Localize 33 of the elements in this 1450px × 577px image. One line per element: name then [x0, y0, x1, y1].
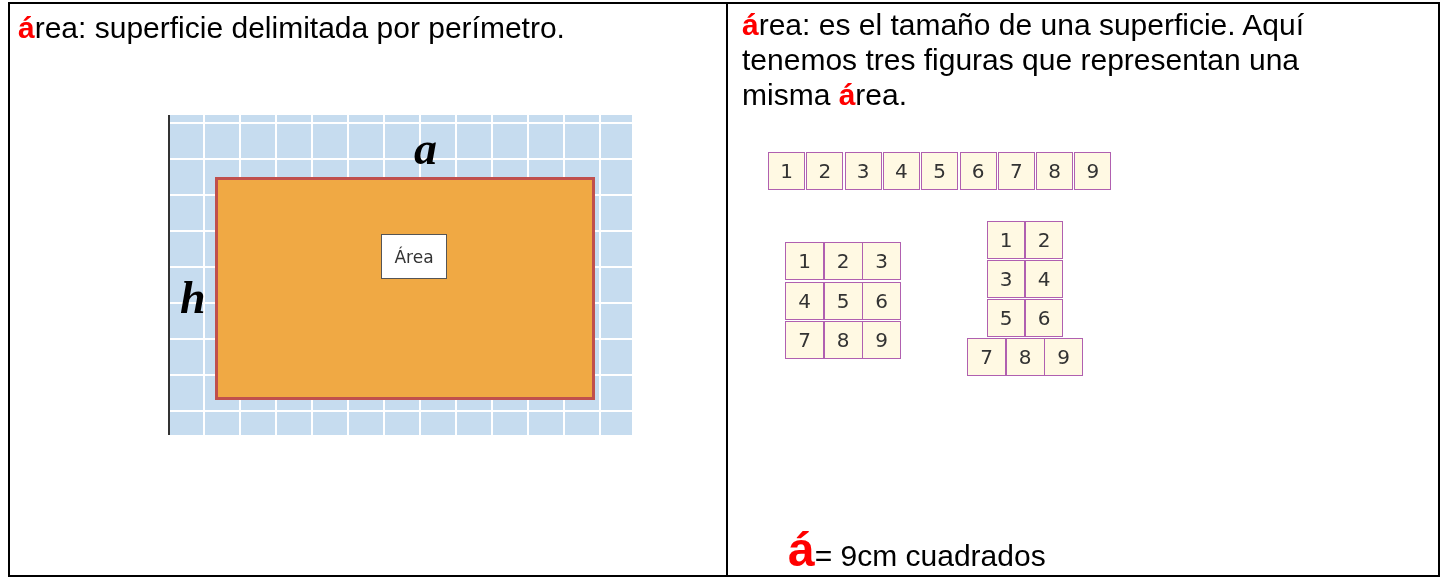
number-tile: 4	[785, 281, 824, 320]
number-tile: 2	[823, 242, 863, 280]
number-tile: 8	[1005, 338, 1045, 376]
number-tile: 8	[1036, 152, 1074, 190]
side-label: a	[414, 126, 437, 172]
number-tile: 6	[1025, 299, 1063, 337]
number-tile: 2	[806, 152, 844, 190]
number-tile: 9	[862, 321, 901, 359]
number-tile: 4	[882, 152, 920, 190]
number-tile: 1	[785, 242, 824, 280]
number-tile: 6	[959, 152, 997, 190]
number-tile: 1	[987, 221, 1025, 259]
number-tile: 5	[823, 281, 863, 320]
number-tile: 8	[823, 321, 863, 359]
number-tile: 3	[862, 242, 901, 280]
side-label: h	[180, 275, 206, 321]
number-tile: 5	[987, 299, 1025, 337]
number-tile: 7	[967, 338, 1006, 376]
number-tile: 5	[921, 152, 959, 190]
number-tile: 1	[768, 152, 805, 190]
number-tile: 4	[1025, 260, 1063, 298]
number-tile: 7	[785, 321, 824, 359]
heading-text: área: superficie delimitada por perímetro.	[18, 10, 566, 45]
result-text: á= 9cm cuadrados	[788, 530, 1046, 576]
number-tile: 9	[1074, 152, 1112, 190]
number-tile: 6	[862, 281, 901, 320]
number-tile: 9	[1044, 338, 1083, 376]
heading-text: área: es el tamaño de una superficie. Aquí tenemos tres figuras que representan una misma área.	[742, 7, 1306, 112]
number-tile: 3	[987, 260, 1025, 298]
number-tile: 3	[844, 152, 882, 190]
area-label: Área	[381, 234, 447, 279]
number-tile: 7	[997, 152, 1035, 190]
number-tile: 2	[1025, 221, 1063, 259]
